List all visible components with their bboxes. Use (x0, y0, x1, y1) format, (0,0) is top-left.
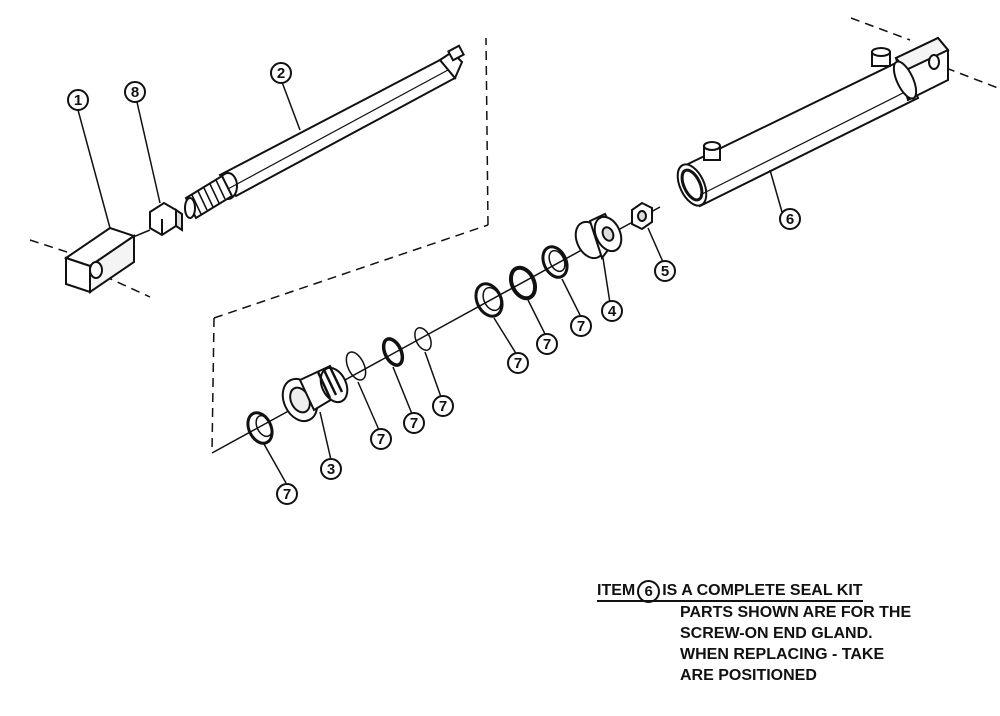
callout-7e: 7 (507, 352, 529, 374)
note-line: SCREW-ON END GLAND. (680, 625, 873, 642)
piston-rod (184, 44, 465, 220)
seal-rings-right (474, 245, 569, 318)
svg-text:5: 5 (661, 263, 669, 280)
piston (574, 212, 623, 261)
callout-3: 3 (320, 458, 342, 480)
seal-ring-a (246, 411, 274, 445)
svg-text:7: 7 (377, 431, 385, 448)
svg-text:7: 7 (439, 398, 447, 415)
piston-nut (631, 201, 653, 231)
svg-text:7: 7 (283, 486, 291, 503)
svg-text:2: 2 (277, 65, 285, 82)
leader-lines (77, 81, 783, 484)
cylinder-barrel (676, 36, 950, 208)
end-gland (281, 364, 349, 423)
svg-text:6: 6 (786, 211, 794, 228)
item-label: ITEM (597, 582, 636, 599)
item-rest-text: IS A COMPLETE SEAL KIT (662, 582, 863, 599)
seal-kit-note-body: PARTS SHOWN ARE FOR THE SCREW-ON END GLA… (680, 602, 911, 686)
callout-7g: 7 (570, 315, 592, 337)
svg-text:7: 7 (577, 318, 585, 335)
callout-1: 1 (67, 89, 89, 111)
note-line: WHEN REPLACING - TAKE (680, 646, 885, 663)
callout-2: 2 (270, 62, 292, 84)
note-line: ARE POSITIONED (680, 667, 817, 684)
svg-text:3: 3 (327, 461, 335, 478)
callout-7c: 7 (403, 412, 425, 434)
item-number-circle: 6 (637, 580, 661, 603)
callout-6: 6 (779, 208, 801, 230)
rod-end-clevis (63, 226, 137, 294)
hex-nut (149, 201, 183, 237)
o-rings-middle (345, 326, 432, 381)
callout-5: 5 (654, 260, 676, 282)
note-line: PARTS SHOWN ARE FOR THE (680, 604, 912, 621)
svg-text:7: 7 (543, 336, 551, 353)
svg-text:4: 4 (608, 303, 617, 320)
callout-7f: 7 (536, 333, 558, 355)
svg-text:7: 7 (514, 355, 522, 372)
callout-7a: 7 (276, 483, 298, 505)
callout-8: 8 (124, 81, 146, 103)
svg-text:1: 1 (74, 92, 82, 109)
callout-7b: 7 (370, 428, 392, 450)
callout-7d: 7 (432, 395, 454, 417)
svg-text:8: 8 (131, 84, 139, 101)
callout-4: 4 (601, 300, 623, 322)
svg-text:7: 7 (410, 415, 418, 432)
dashed-guide-lines (29, 17, 999, 454)
